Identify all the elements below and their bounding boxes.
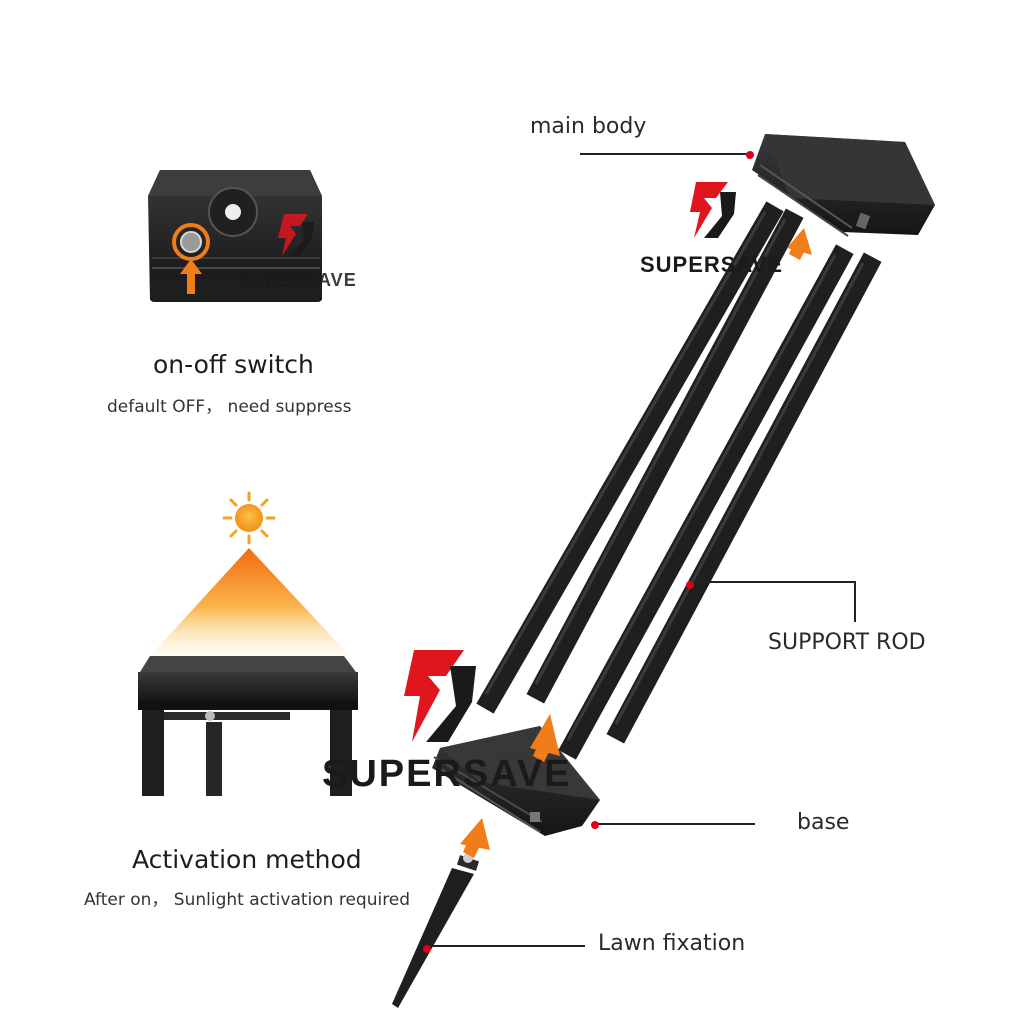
watermark-logo: SUPERSAVE <box>238 214 357 290</box>
support-rod <box>476 201 784 714</box>
sun-icon <box>222 491 276 545</box>
support-rod <box>526 208 804 704</box>
svg-text:SUPERSAVE: SUPERSAVE <box>322 753 572 795</box>
support-rod <box>606 252 882 744</box>
svg-text:SUPERSAVE: SUPERSAVE <box>238 270 357 290</box>
switch-subtitle: default OFF， need suppress <box>107 397 352 417</box>
leader-main-body <box>580 151 754 159</box>
arrow-up-icon <box>180 259 202 294</box>
activation-subtitle: After on， Sunlight activation required <box>84 890 411 910</box>
switch-title: on-off switch <box>153 350 314 379</box>
activation-title: Activation method <box>132 845 362 874</box>
svg-text:SUPERSAVE: SUPERSAVE <box>640 252 783 277</box>
arrow-up-icon <box>530 714 560 762</box>
arrow-up-icon <box>460 818 490 858</box>
leader-base <box>591 821 755 829</box>
label-main-body: main body <box>530 114 647 139</box>
label-lawn-fixation: Lawn fixation <box>598 931 746 956</box>
lightning-s-logo-icon <box>690 182 728 238</box>
activation-panel <box>138 491 358 796</box>
lawn-stake-image <box>392 853 480 1008</box>
main-body-image <box>752 134 935 237</box>
switch-panel <box>148 170 322 302</box>
label-base: base <box>797 810 850 835</box>
leader-support-rod <box>686 581 856 622</box>
arrow-up-icon <box>787 228 812 260</box>
sunlight-beam <box>150 548 350 656</box>
watermark-logo: SUPERSAVE <box>640 182 783 277</box>
lamp-head-image <box>138 656 358 796</box>
label-support-rod: SUPPORT ROD <box>768 630 926 655</box>
watermark-logo: SUPERSAVE <box>322 650 572 795</box>
leader-lawn-fixation <box>423 945 585 953</box>
support-rods <box>476 201 882 760</box>
support-rod <box>558 244 854 760</box>
